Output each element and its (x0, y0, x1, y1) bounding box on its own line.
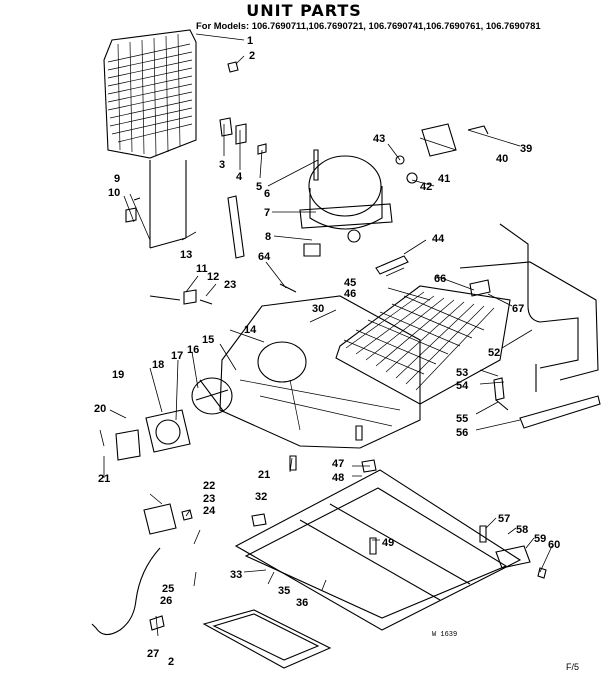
callout-23a: 23 (203, 493, 215, 505)
drain-trough (519, 395, 601, 429)
callout-11: 11 (196, 263, 208, 275)
hardware-group-top (125, 61, 297, 305)
callout-57: 57 (498, 513, 510, 525)
callout-9: 9 (114, 173, 120, 185)
compressor (299, 149, 393, 257)
callout-59: 59 (534, 533, 546, 545)
tubing (459, 223, 599, 392)
callout-42: 42 (420, 181, 432, 193)
condenser-coil (103, 29, 197, 249)
drain-pan (202, 609, 332, 669)
callout-49: 49 (382, 537, 394, 549)
callout-18: 18 (152, 359, 164, 371)
callout-leaders (99, 33, 553, 637)
callout-6: 6 (264, 188, 270, 200)
callout-30: 30 (312, 303, 324, 315)
callout-43: 43 (373, 133, 385, 145)
callout-35: 35 (278, 585, 290, 597)
callout-3: 3 (219, 159, 225, 171)
callout-15: 15 (202, 334, 214, 346)
callout-16: 16 (187, 344, 199, 356)
callout-66: 66 (434, 273, 446, 285)
shroud-pan (219, 295, 421, 449)
callout-24: 24 (203, 505, 216, 517)
callout-7: 7 (264, 207, 270, 219)
power-cord (91, 547, 165, 636)
callout-23b: 23 (224, 279, 236, 291)
callout-labels: 1 2 3 4 5 6 7 8 9 10 11 12 13 14 15 16 1… (94, 35, 560, 668)
callout-45: 45 (344, 277, 356, 289)
callout-32: 32 (255, 491, 267, 503)
callout-67: 67 (512, 303, 524, 315)
callout-54: 54 (456, 380, 469, 392)
callout-44: 44 (432, 233, 445, 245)
callout-41: 41 (438, 173, 450, 185)
page-title: UNIT PARTS (246, 1, 362, 20)
callout-46: 46 (344, 288, 356, 300)
callout-55: 55 (456, 413, 468, 425)
callout-8: 8 (265, 231, 271, 243)
callout-22: 22 (203, 480, 215, 492)
callout-13: 13 (180, 249, 192, 261)
callout-20: 20 (94, 403, 106, 415)
callout-48: 48 (332, 472, 344, 484)
callout-25: 25 (162, 583, 174, 595)
callout-1: 1 (247, 35, 253, 47)
callout-53: 53 (456, 367, 468, 379)
callout-21b: 21 (258, 469, 270, 481)
callout-5: 5 (256, 181, 262, 193)
callout-14: 14 (244, 324, 257, 336)
callout-39: 39 (520, 143, 532, 155)
callout-52: 52 (488, 347, 500, 359)
callout-4: 4 (236, 171, 243, 183)
fan-motor-assembly (115, 377, 233, 461)
page-reference: F/5 (566, 662, 579, 672)
models-line: For Models: 106.7690711,106.7690721, 106… (196, 20, 541, 31)
callout-40: 40 (496, 153, 508, 165)
callout-33: 33 (230, 569, 242, 581)
callout-19: 19 (112, 369, 124, 381)
callout-12: 12 (207, 271, 219, 283)
callout-47: 47 (332, 458, 344, 470)
condenser-grid (335, 255, 511, 405)
callout-56: 56 (456, 427, 468, 439)
drawing-code: W 1639 (432, 631, 457, 639)
callout-17: 17 (171, 350, 183, 362)
base-frame (234, 469, 547, 631)
callout-2b: 2 (168, 656, 174, 668)
mounting-hardware (251, 377, 509, 555)
callout-27: 27 (147, 648, 159, 660)
callout-36: 36 (296, 597, 308, 609)
callout-60: 60 (548, 539, 560, 551)
bracket-22 (143, 503, 193, 535)
callout-26: 26 (160, 595, 172, 607)
callout-58: 58 (516, 524, 528, 536)
callout-10: 10 (108, 187, 120, 199)
callout-21a: 21 (98, 473, 110, 485)
callout-64: 64 (258, 251, 271, 263)
callout-2: 2 (249, 50, 255, 62)
